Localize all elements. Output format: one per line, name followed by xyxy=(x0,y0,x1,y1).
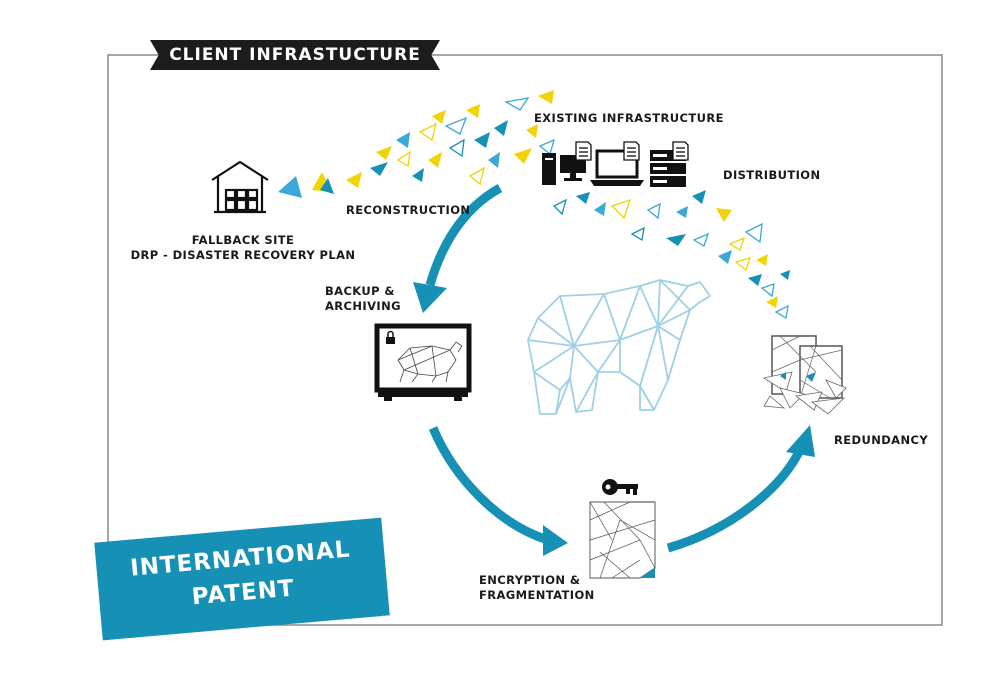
banner-title: CLIENT INFRASTUCTURE xyxy=(169,45,421,65)
warehouse-icon xyxy=(211,160,269,214)
label-backup: BACKUP & xyxy=(325,284,395,298)
label-archiving: ARCHIVING xyxy=(325,299,401,313)
server-rack-icon xyxy=(650,150,686,187)
arrow-heads xyxy=(413,282,815,556)
label-redundancy: REDUNDANCY xyxy=(834,433,929,447)
arrow-encryption-to-redundancy xyxy=(666,447,805,553)
arrowhead-right xyxy=(543,525,568,556)
fragmented-document-icon xyxy=(589,501,656,579)
label-fallback-site: FALLBACK SITE xyxy=(191,233,295,247)
monitor-icon xyxy=(374,323,472,401)
arrowhead-up-right xyxy=(786,425,815,457)
label-existing-infrastructure: EXISTING INFRASTRUCTURE xyxy=(534,111,724,125)
small-bear-icon xyxy=(397,341,463,383)
redundant-documents-icon xyxy=(762,335,847,415)
banner-background xyxy=(150,40,440,70)
laptop-icon xyxy=(590,149,644,186)
label-fragmentation: FRAGMENTATION xyxy=(479,588,595,602)
label-encryption: ENCRYPTION & xyxy=(479,573,581,587)
arrow-reconstruction-to-backup xyxy=(425,184,503,287)
key-icon xyxy=(602,479,638,495)
arrow-backup-to-encryption xyxy=(428,426,550,545)
label-drp: DRP - DISASTER RECOVERY PLAN xyxy=(130,248,356,262)
label-distribution: DISTRIBUTION xyxy=(723,168,821,182)
padlock-icon xyxy=(386,330,395,344)
desktop-computer-icon xyxy=(542,153,586,185)
cycle-arrows xyxy=(425,184,805,553)
polygon-bear-icon xyxy=(527,279,711,415)
arrowhead-down-left xyxy=(413,282,447,313)
data-fragments xyxy=(278,90,790,320)
label-reconstruction: RECONSTRUCTION xyxy=(346,203,471,217)
document-icon xyxy=(575,141,689,161)
infrastructure-frame xyxy=(107,54,943,626)
client-infrastructure-banner: CLIENT INFRASTUCTURE xyxy=(150,40,440,70)
